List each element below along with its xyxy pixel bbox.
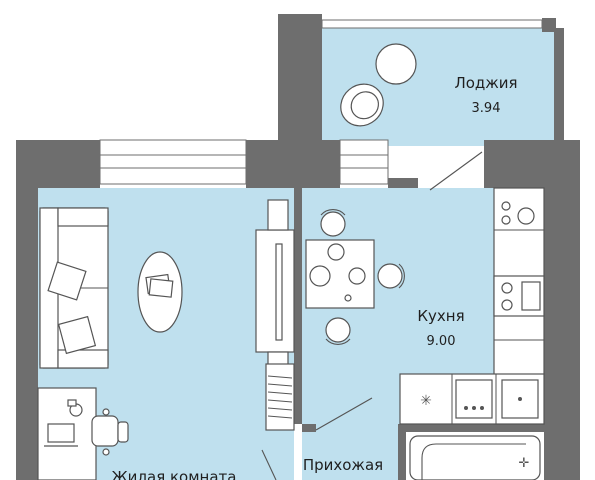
office-chair [91, 408, 129, 456]
wall-loggia-top [278, 14, 322, 28]
loggia-furniture [340, 43, 417, 127]
labels: Лоджия 3.94 Кухня 9.00 Прихожая Жилая ко… [112, 74, 518, 480]
loggia-name: Лоджия [454, 74, 517, 92]
chair-top-icon [320, 211, 346, 237]
window-kitchen [339, 139, 389, 185]
desk [37, 387, 97, 480]
wall-top-mid [246, 140, 340, 188]
door-living [261, 449, 277, 480]
loggia-round-table [375, 43, 417, 85]
wall-living-kitchen [294, 188, 302, 424]
living-furniture [37, 199, 295, 480]
plate-1-icon [327, 243, 345, 261]
bathtub [409, 435, 541, 480]
windows [99, 19, 543, 185]
wall-loggia-right [554, 28, 564, 146]
wall-top-right-a [388, 178, 418, 188]
sofa [39, 207, 109, 369]
wall-kitchen-bath [398, 424, 544, 432]
window-loggia [321, 19, 543, 29]
door-loggia [429, 151, 483, 191]
sofa-pillow-2 [57, 315, 97, 355]
hall-name: Прихожая [303, 456, 383, 474]
plate-3-icon [309, 265, 331, 287]
kitchen-furniture: ✳ [305, 187, 545, 425]
laptop-icon [47, 423, 75, 443]
tv-unit [255, 199, 295, 383]
wall-loggia-top-right [542, 18, 556, 32]
cup-icon [344, 294, 352, 302]
drain-icon: ✛ [519, 456, 530, 471]
chair-right-icon [377, 263, 403, 289]
kitchen-bottom-counter: ✳ [399, 373, 545, 425]
wall-left [16, 140, 38, 480]
chair-bottom-icon [325, 317, 351, 343]
sofa-pillow-1 [47, 261, 87, 301]
living-name: Жилая комната [112, 468, 237, 480]
loggia-area: 3.94 [472, 101, 501, 116]
kitchen-name: Кухня [417, 307, 464, 325]
window-living [99, 139, 247, 185]
sink-top-icon [517, 207, 535, 225]
doors [261, 151, 483, 480]
bathroom: ✛ [406, 432, 544, 480]
wall-right [544, 140, 580, 480]
walls [16, 14, 580, 480]
oven-icon [455, 379, 493, 419]
wardrobe [265, 363, 295, 431]
plate-2-icon [348, 267, 366, 285]
wall-bath-left [398, 424, 406, 480]
loggia-armchair [340, 83, 384, 127]
hall-floor [302, 430, 398, 480]
door-kitchen [315, 397, 373, 431]
wall-hall-stub [302, 424, 316, 432]
kitchen-area: 9.00 [427, 334, 456, 349]
hob-star-icon: ✳ [420, 393, 432, 409]
